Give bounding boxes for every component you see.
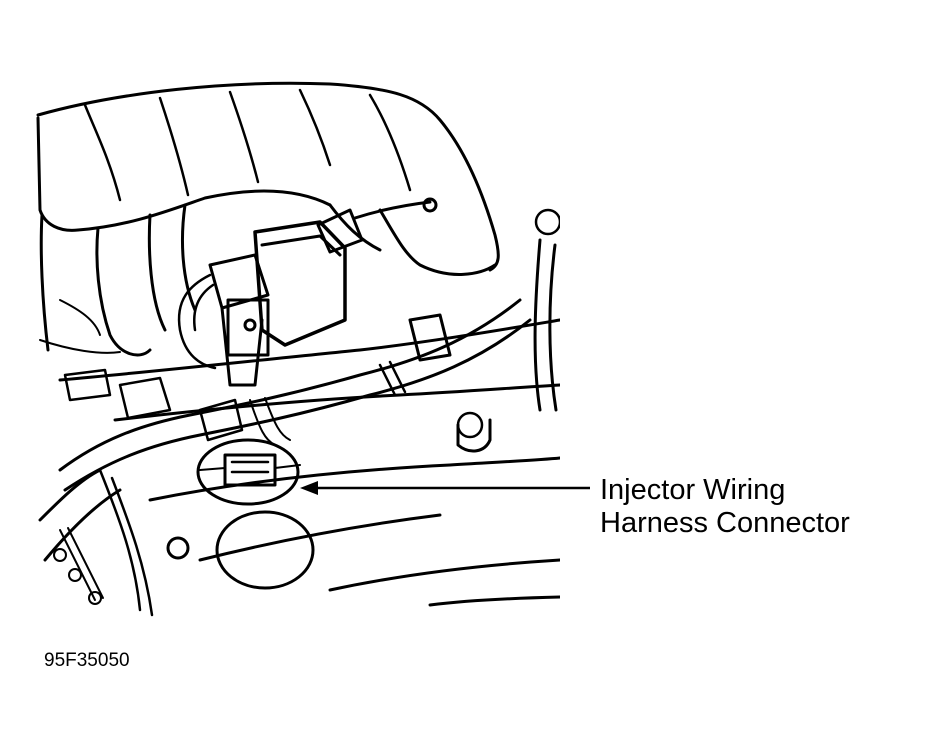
intake-manifold xyxy=(36,81,500,357)
callout-arrowhead xyxy=(300,481,318,495)
coil-assembly xyxy=(177,220,347,387)
callout-leader xyxy=(300,481,590,495)
wiring-harness xyxy=(38,298,532,617)
callout-line-1: Injector Wiring xyxy=(600,474,786,506)
cylinder-head xyxy=(58,208,560,607)
callout-line-2: Harness Connector xyxy=(600,507,850,539)
figure-id: 95F35050 xyxy=(44,650,130,671)
injector-harness-connector xyxy=(196,438,301,506)
engine-drawing xyxy=(36,81,560,617)
throttle-cable xyxy=(316,197,438,254)
callout-label: Injector Wiring Harness Connector xyxy=(600,474,850,540)
